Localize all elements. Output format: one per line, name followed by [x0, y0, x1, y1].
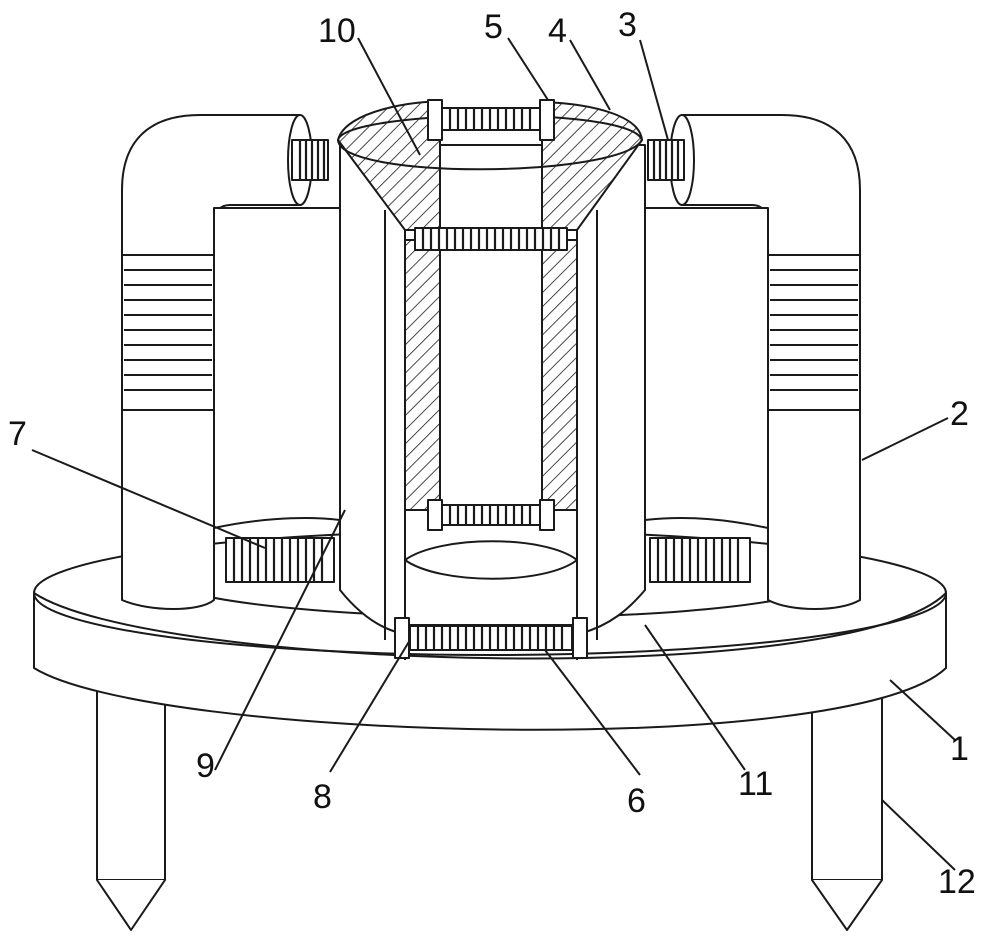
left-leg	[96, 689, 166, 931]
label-7: 7	[8, 415, 27, 453]
right-spring-3	[647, 139, 685, 181]
label-3: 3	[618, 6, 637, 44]
label-8: 8	[313, 778, 332, 816]
label-12: 12	[938, 863, 976, 901]
middle-spring	[414, 227, 568, 251]
inner-walls	[404, 239, 578, 511]
label-10: 10	[318, 12, 356, 50]
inner-bottom	[404, 540, 578, 626]
left-bellows	[124, 269, 212, 391]
label-5: 5	[484, 8, 503, 46]
right-leg	[811, 689, 883, 931]
label-1: 1	[950, 730, 969, 768]
label-6: 6	[627, 782, 646, 820]
funnel	[336, 100, 644, 231]
right-bellows	[770, 269, 858, 391]
left-column	[121, 114, 329, 610]
left-inner-block	[213, 207, 341, 583]
label-9: 9	[196, 747, 215, 785]
top-spring	[427, 99, 555, 141]
label-11: 11	[738, 765, 773, 803]
right-inner-block	[644, 207, 769, 583]
left-spring-3	[291, 139, 329, 181]
leader-lines	[31, 37, 956, 871]
lower-inner-spring	[427, 499, 555, 531]
part-labels: 10 5 4 3 2 7 9 8 6 11 1 12	[8, 6, 976, 901]
label-2: 2	[950, 395, 969, 433]
label-4: 4	[548, 12, 567, 50]
right-column	[647, 114, 861, 610]
